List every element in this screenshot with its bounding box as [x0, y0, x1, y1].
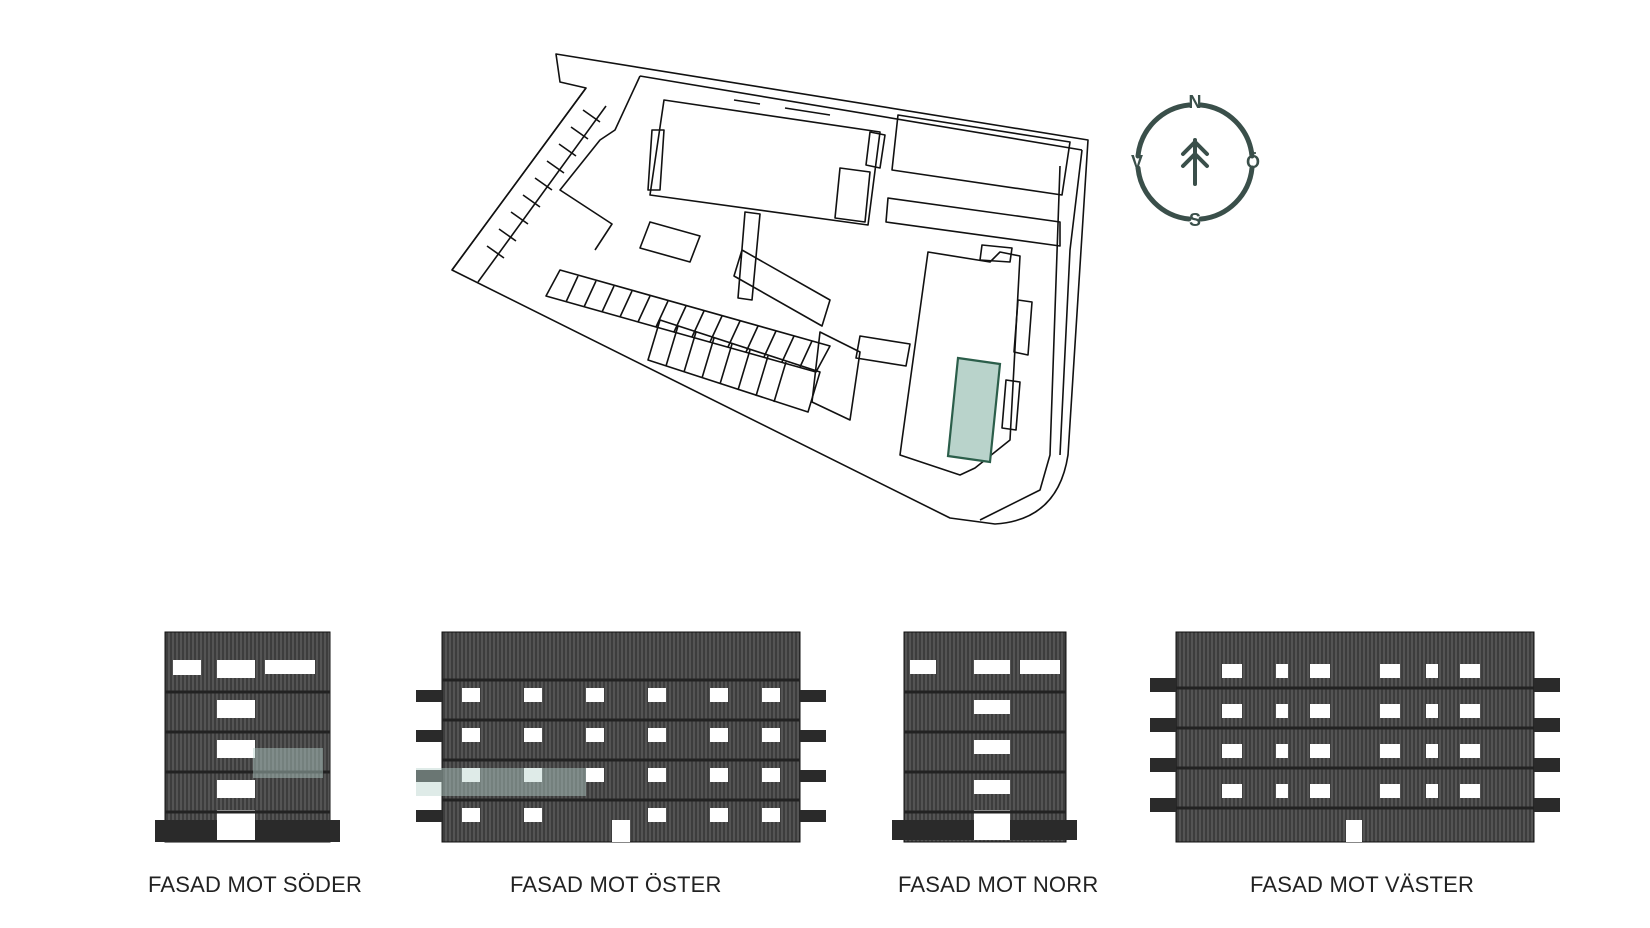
- building-east: [899, 251, 1021, 476]
- facade-east-highlight: [416, 768, 586, 796]
- parking-strip-west: [451, 87, 607, 283]
- facade-east-label: FASAD MOT ÖSTER: [510, 872, 722, 897]
- facade-north-label: FASAD MOT NORR: [898, 872, 1099, 897]
- selected-apartment-highlight: [946, 356, 1002, 464]
- compass-rose: N S Ö V: [1131, 92, 1260, 230]
- facade-east: [416, 631, 826, 843]
- parking-row-south: [545, 269, 831, 413]
- site-boundary: [451, 53, 1089, 525]
- facade-south-label: FASAD MOT SÖDER: [148, 872, 363, 897]
- facade-south-highlight: [253, 748, 323, 778]
- facade-west: [1150, 631, 1560, 843]
- facade-south: [155, 631, 340, 843]
- compass-north-label: N: [1189, 92, 1202, 112]
- facade-north: [892, 631, 1077, 843]
- compass-south-label: S: [1189, 210, 1201, 230]
- compass-west-label: V: [1131, 152, 1143, 172]
- compass-east-label: Ö: [1246, 152, 1260, 172]
- site-plan: [451, 53, 1089, 525]
- building-north: [649, 99, 881, 226]
- north-arrow-icon: [1181, 138, 1209, 186]
- access-road: [559, 75, 1083, 456]
- building-northeast: [885, 114, 1071, 247]
- facade-west-label: FASAD MOT VÄSTER: [1250, 872, 1475, 897]
